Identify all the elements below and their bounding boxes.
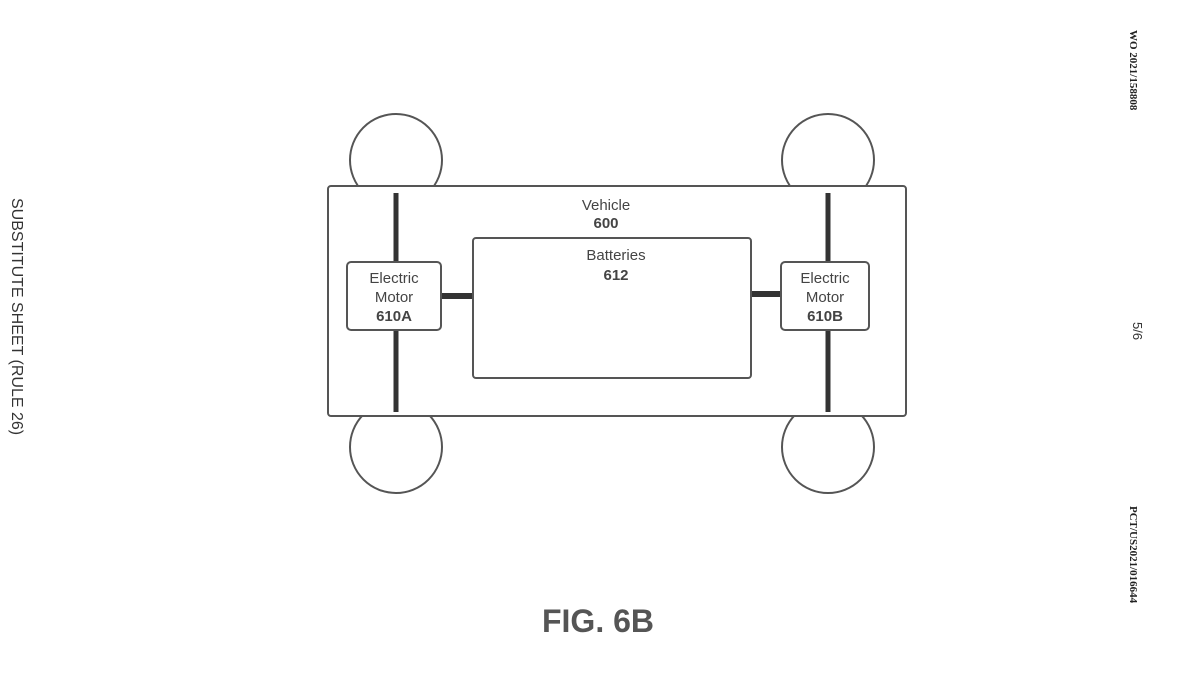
- motor-b-label-line1: Electric: [800, 270, 850, 287]
- figure-label: FIG. 6B: [542, 603, 654, 639]
- vehicle-ref: 600: [593, 215, 618, 232]
- application-number: PCT/US2021/016644: [1127, 506, 1139, 604]
- vehicle-label: Vehicle: [582, 197, 630, 214]
- motor-a-box: [346, 261, 442, 331]
- motor-a-label-line1: Electric: [369, 270, 419, 287]
- motor-a-label-line2: Motor: [375, 289, 413, 306]
- motor-a-ref: 610A: [376, 308, 412, 325]
- batteries-box: [472, 237, 752, 379]
- motor-b-box: [780, 261, 870, 331]
- motor-b-label-line2: Motor: [806, 289, 844, 306]
- sheet-number: 5/6: [1130, 322, 1145, 340]
- batteries-label: Batteries: [586, 247, 645, 264]
- batteries-ref: 612: [603, 267, 628, 284]
- motor-b-ref: 610B: [807, 308, 843, 325]
- margin-left-text: SUBSTITUTE SHEET (RULE 26): [8, 198, 25, 435]
- publication-number: WO 2021/158808: [1127, 30, 1139, 111]
